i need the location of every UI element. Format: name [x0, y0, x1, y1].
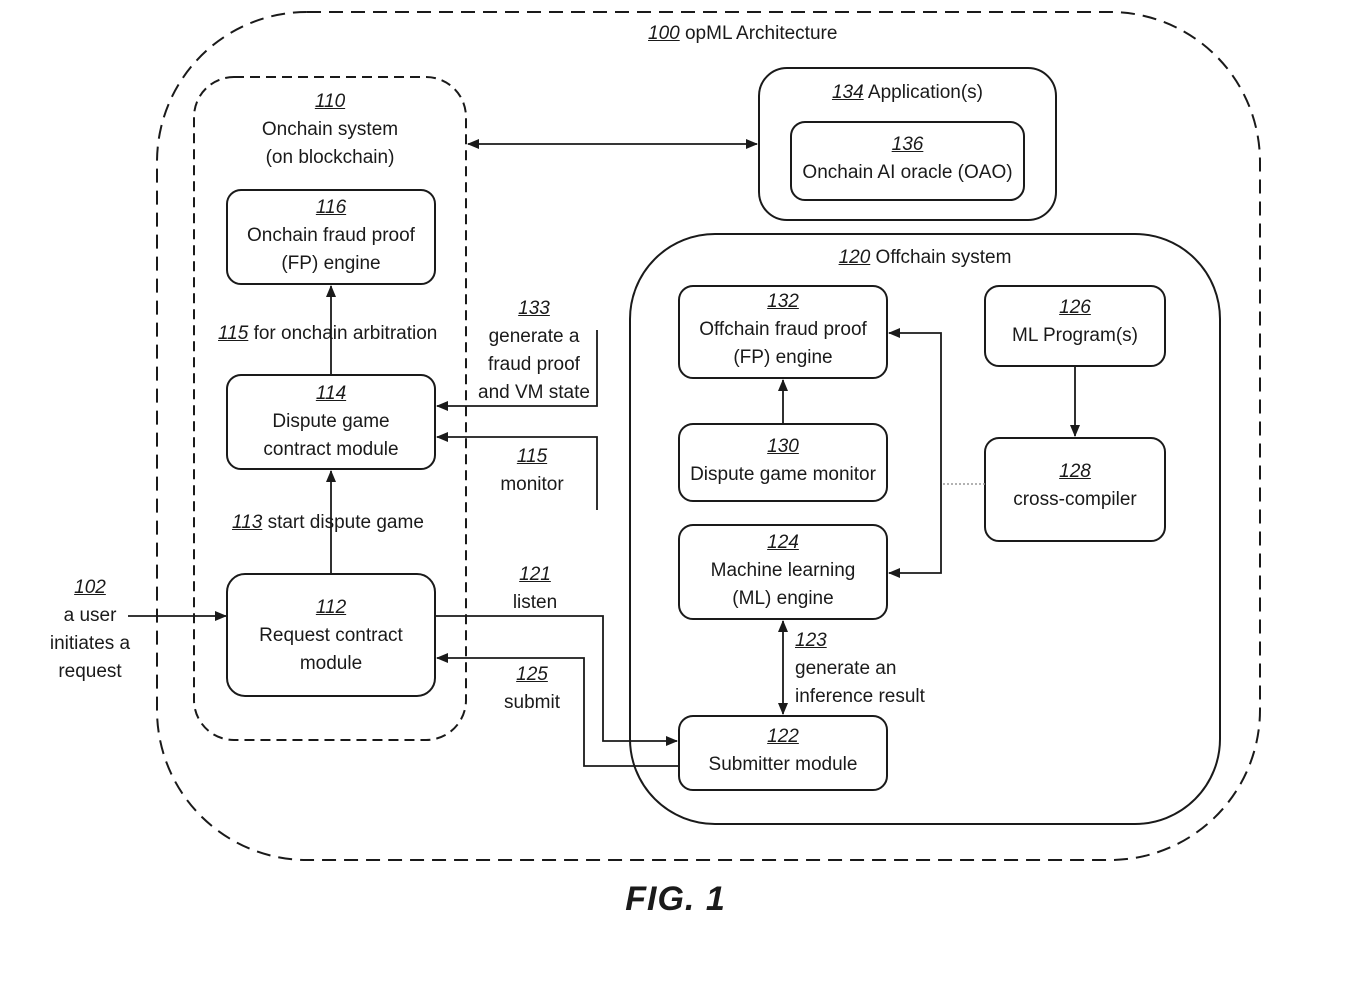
- request-contract-ref: 112: [227, 594, 435, 622]
- inference-ref: 123: [795, 627, 925, 655]
- offchain-system-title: 120 Offchain system: [630, 244, 1220, 272]
- oao-label: Onchain AI oracle (OAO): [791, 159, 1024, 187]
- submitter-ref: 122: [679, 723, 887, 751]
- request-contract-line2: module: [227, 650, 435, 678]
- generate-proof-line3: and VM state: [464, 379, 604, 407]
- architecture-title: 100 opML Architecture: [648, 20, 837, 48]
- user-line1: a user: [34, 602, 146, 630]
- onchain-fp-engine-text: 116 Onchain fraud proof (FP) engine: [227, 194, 435, 278]
- applications-title: 134 Application(s): [759, 79, 1056, 107]
- dispute-contract-line1: Dispute game: [227, 408, 435, 436]
- listen-ref: 121: [490, 561, 580, 589]
- submit-text: submit: [487, 689, 577, 717]
- offchain-fp-line2: (FP) engine: [679, 344, 887, 372]
- onchain-fp-line2: (FP) engine: [227, 250, 435, 278]
- ml-engine-line1: Machine learning: [679, 557, 887, 585]
- fp-ml-connector: [889, 333, 941, 573]
- request-contract-line1: Request contract: [227, 622, 435, 650]
- listen-text: listen: [490, 589, 580, 617]
- start-dispute-text: start dispute game: [268, 512, 424, 533]
- start-dispute-ref: 113: [232, 512, 262, 533]
- listen-label: 121 listen: [490, 561, 580, 617]
- architecture-ref: 100: [648, 23, 680, 44]
- offchain-label: Offchain system: [876, 247, 1012, 268]
- figure-caption: FIG. 1: [0, 880, 1351, 919]
- generate-proof-line2: fraud proof: [464, 351, 604, 379]
- monitor-box-ref: 130: [679, 433, 887, 461]
- submitter-label: Submitter module: [679, 751, 887, 779]
- inference-line1: generate an: [795, 655, 925, 683]
- onchain-system-label: 110 Onchain system (on blockchain): [194, 88, 466, 172]
- submit-label: 125 submit: [487, 661, 577, 717]
- offchain-fp-line1: Offchain fraud proof: [679, 316, 887, 344]
- applications-ref: 134: [832, 82, 864, 103]
- offchain-fp-engine-text: 132 Offchain fraud proof (FP) engine: [679, 288, 887, 372]
- applications-label: Application(s): [868, 82, 983, 103]
- ml-programs-ref: 126: [985, 294, 1165, 322]
- offchain-ref: 120: [839, 247, 871, 268]
- onchain-ref: 110: [194, 88, 466, 116]
- dispute-contract-line2: contract module: [227, 436, 435, 464]
- dispute-game-monitor-text: 130 Dispute game monitor: [679, 433, 887, 489]
- arbitration-text: for onchain arbitration: [254, 323, 438, 344]
- generate-proof-label: 133 generate a fraud proof and VM state: [464, 295, 604, 407]
- request-contract-text: 112 Request contract module: [227, 594, 435, 678]
- cross-compiler-label: cross-compiler: [985, 486, 1165, 514]
- generate-proof-ref: 133: [464, 295, 604, 323]
- onchain-fp-ref: 116: [227, 194, 435, 222]
- dispute-game-contract-text: 114 Dispute game contract module: [227, 380, 435, 464]
- inference-label: 123 generate an inference result: [795, 627, 925, 711]
- user-ref: 102: [34, 574, 146, 602]
- onchain-fp-line1: Onchain fraud proof: [227, 222, 435, 250]
- monitor-ref: 115: [480, 443, 584, 471]
- ml-engine-line2: (ML) engine: [679, 585, 887, 613]
- cross-compiler-ref: 128: [985, 458, 1165, 486]
- ml-engine-text: 124 Machine learning (ML) engine: [679, 529, 887, 613]
- ml-engine-ref: 124: [679, 529, 887, 557]
- offchain-fp-ref: 132: [679, 288, 887, 316]
- user-line3: request: [34, 658, 146, 686]
- oao-text: 136 Onchain AI oracle (OAO): [791, 131, 1024, 187]
- ml-programs-text: 126 ML Program(s): [985, 294, 1165, 350]
- arbitration-ref: 115: [218, 323, 248, 344]
- arbitration-label: 115 for onchain arbitration: [218, 320, 437, 348]
- dispute-contract-ref: 114: [227, 380, 435, 408]
- submitter-module-text: 122 Submitter module: [679, 723, 887, 779]
- architecture-label: opML Architecture: [685, 23, 837, 44]
- inference-line2: inference result: [795, 683, 925, 711]
- monitor-box-label: Dispute game monitor: [679, 461, 887, 489]
- onchain-line2: (on blockchain): [194, 144, 466, 172]
- monitor-text: monitor: [480, 471, 584, 499]
- user-line2: initiates a: [34, 630, 146, 658]
- submit-ref: 125: [487, 661, 577, 689]
- user-request-label: 102 a user initiates a request: [34, 574, 146, 686]
- monitor-label: 115 monitor: [480, 443, 584, 499]
- oao-ref: 136: [791, 131, 1024, 159]
- generate-proof-line1: generate a: [464, 323, 604, 351]
- cross-compiler-text: 128 cross-compiler: [985, 458, 1165, 514]
- ml-programs-label: ML Program(s): [985, 322, 1165, 350]
- onchain-line1: Onchain system: [194, 116, 466, 144]
- start-dispute-label: 113 start dispute game: [232, 509, 424, 537]
